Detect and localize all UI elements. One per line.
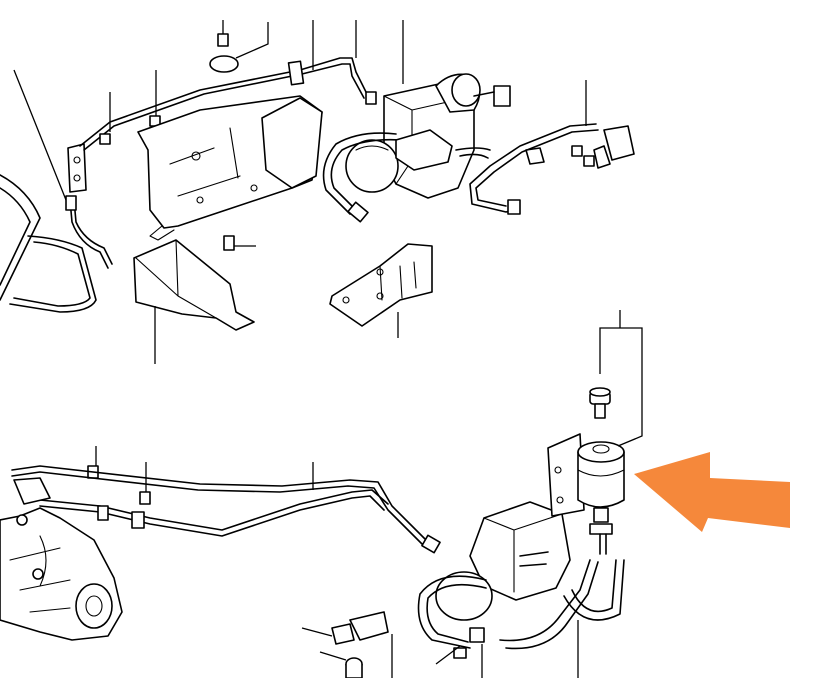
- lower-bracket-parts: [301, 611, 579, 678]
- upper-hydraulic-actuator: [322, 73, 511, 223]
- arrow-left-icon: [634, 452, 790, 532]
- callout-arrow: [634, 452, 790, 532]
- upper-mount-bracket: [329, 243, 433, 338]
- upper-wiring-harness: [469, 80, 635, 215]
- bolt-icon: [217, 20, 229, 47]
- upper-brake-pipe-routing: [0, 20, 404, 364]
- reservoir-tank: [547, 310, 643, 555]
- reservoir-cap: [589, 387, 611, 419]
- lower-brake-pipes: [0, 446, 441, 641]
- lower-hydraulic-unit: [417, 501, 625, 659]
